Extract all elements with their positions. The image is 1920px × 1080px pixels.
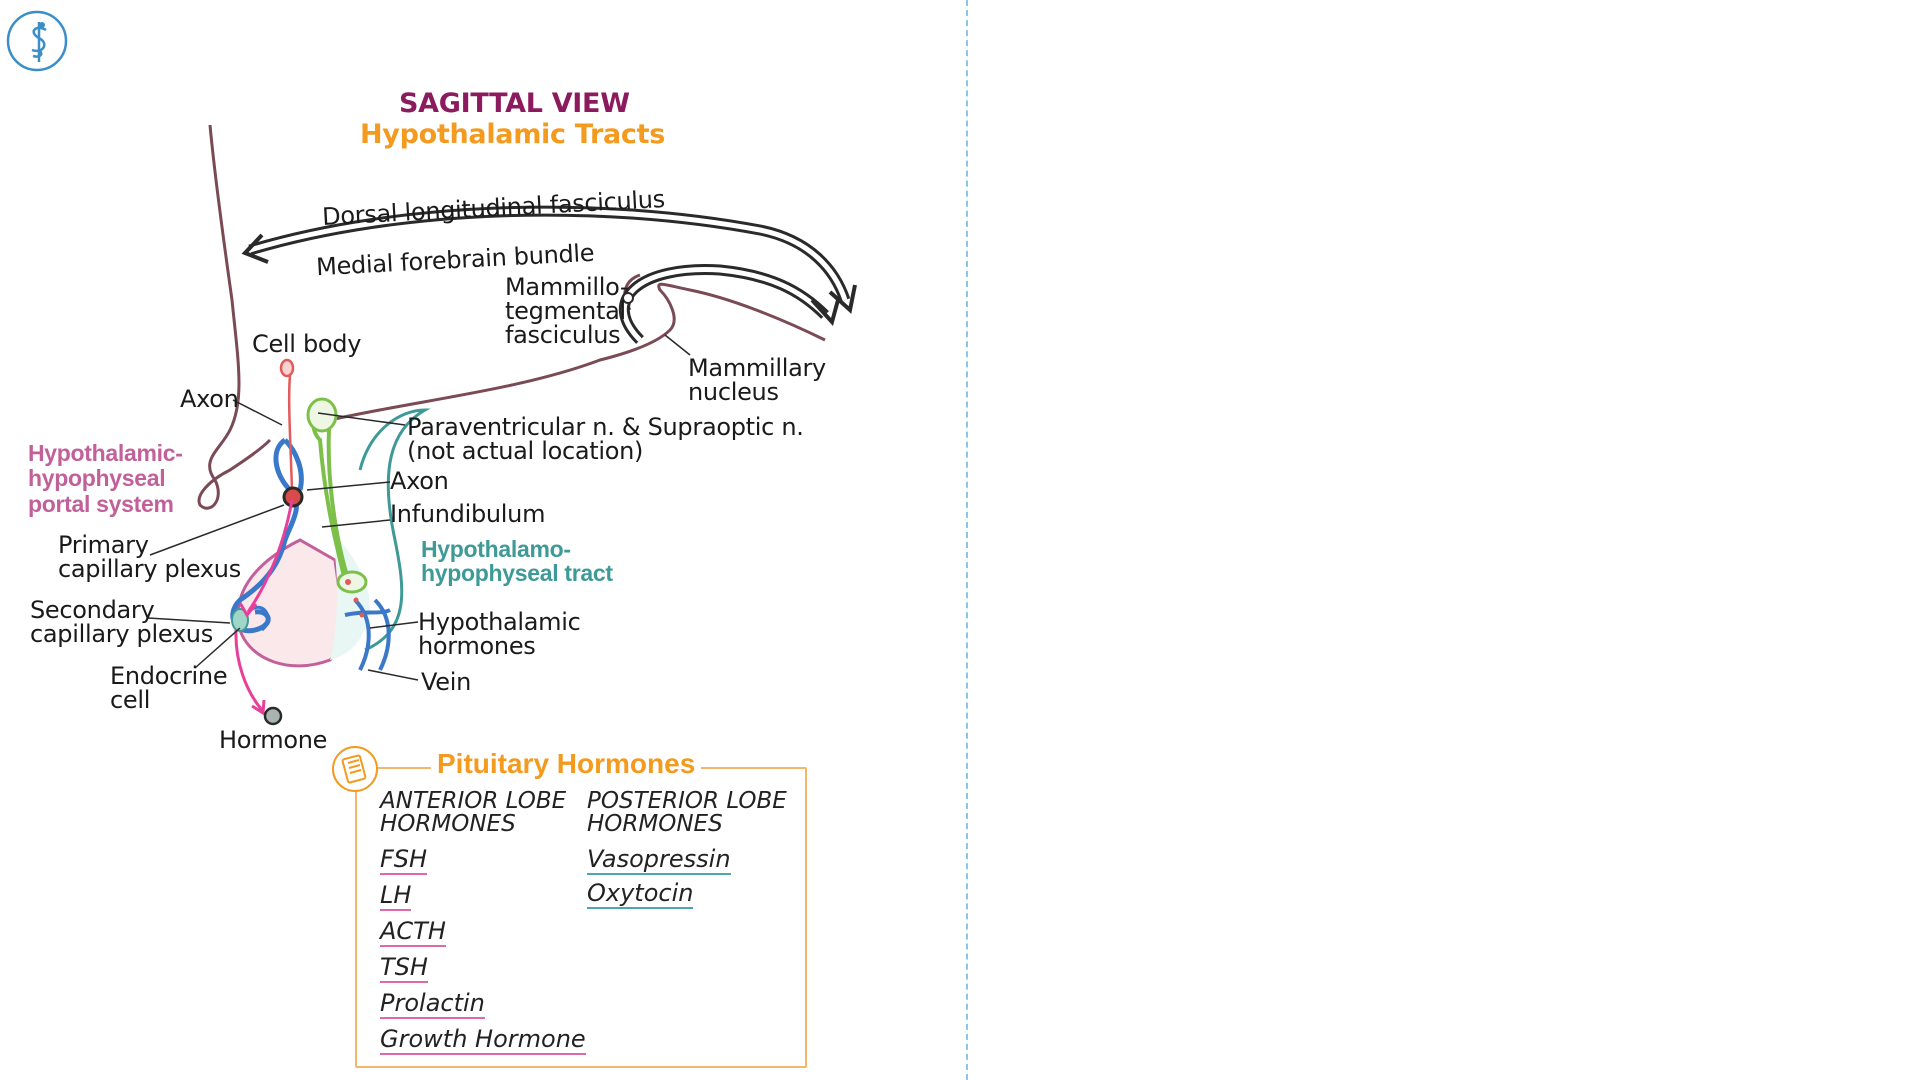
label-axon-1: Axon	[180, 385, 239, 413]
label-hormone: Hormone	[219, 726, 328, 754]
vein	[353, 598, 391, 671]
label-axon-2: Axon	[390, 467, 449, 495]
caduceus-logo-icon	[6, 10, 68, 72]
hormone-arrow	[246, 499, 294, 613]
anterior-lobe-heading: ANTERIOR LOBE HORMONES	[380, 788, 567, 837]
label-hypothalamo-tract: Hypothalamo- hypophyseal tract	[421, 536, 613, 587]
label-primary-plexus: Primary capillary plexus	[58, 531, 241, 583]
posterior-hormone-item: Vasopressin	[587, 845, 731, 875]
label-mammillary-nucleus: Mammillary nucleus	[688, 354, 826, 406]
anterior-hormone-item: Growth Hormone	[380, 1025, 586, 1055]
view-title: SAGITTAL VIEW	[399, 88, 630, 119]
cell-body-neuron	[287, 374, 294, 491]
anterior-hormone-item: LH	[380, 881, 412, 911]
hormone-dot	[263, 706, 283, 726]
hypothalamus-outline	[197, 124, 272, 510]
endocrine-cell	[231, 608, 249, 632]
label-hypothalamic-hormones: Hypothalamic hormones	[418, 608, 581, 660]
anterior-hormone-item: Prolactin	[380, 989, 485, 1019]
page-divider	[966, 0, 968, 1080]
label-mammillotegmental: Mammillo- tegmental fasciculus	[505, 273, 629, 349]
label-portal-system: Hypothalamic- hypophyseal portal system	[28, 440, 183, 517]
floor-outline	[329, 282, 826, 422]
label-cell-body: Cell body	[252, 330, 362, 358]
label-endocrine-cell: Endocrine cell	[110, 662, 228, 714]
pituitary-hormones-title: Pituitary Hormones	[431, 748, 702, 780]
posterior-hormone-item: Oxytocin	[587, 879, 694, 909]
notepad-icon	[332, 746, 378, 792]
label-vein: Vein	[421, 668, 471, 696]
sagittal-diagram	[147, 124, 857, 726]
anterior-hormone-item: ACTH	[380, 917, 446, 947]
subject-title: Hypothalamic Tracts	[360, 119, 665, 150]
label-paraventricular: Paraventricular n. & Supraoptic n. (not …	[407, 413, 804, 465]
anterior-hormone-item: TSH	[380, 953, 428, 983]
mammillotegmental-arrow	[618, 264, 829, 344]
posterior-lobe-heading: POSTERIOR LOBE HORMONES	[587, 788, 787, 837]
anterior-hormone-item: FSH	[380, 845, 428, 875]
label-secondary-plexus: Secondary capillary plexus	[30, 596, 213, 648]
label-infundibulum: Infundibulum	[390, 500, 546, 528]
